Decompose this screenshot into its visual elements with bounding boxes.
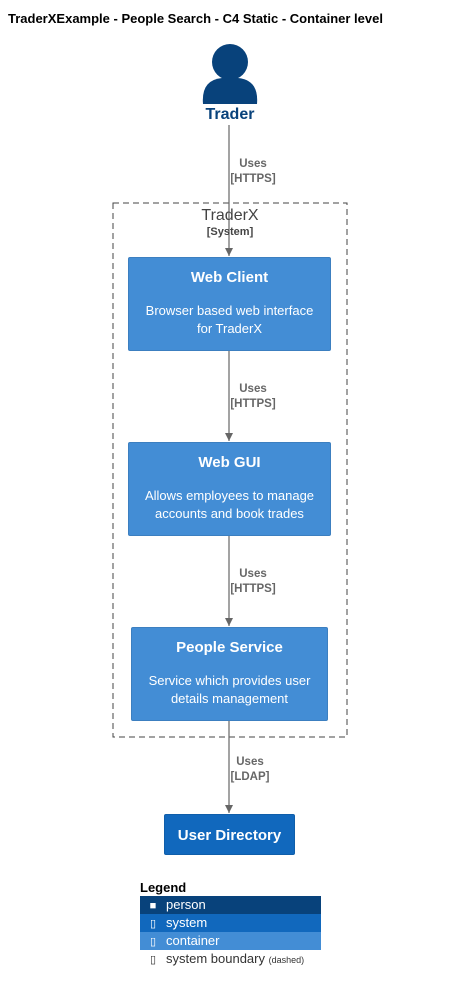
container-web-gui[interactable]: Web GUI Allows employees to manage accou… — [128, 442, 331, 536]
relation-label: Uses [HTTPS] — [213, 382, 293, 412]
relation-technology: [HTTPS] — [230, 583, 276, 595]
legend-system-icon: ▯ — [149, 918, 157, 930]
description-line: Allows employees to manage — [144, 488, 315, 503]
container-people-service[interactable]: People Service Service which provides us… — [131, 627, 328, 721]
legend-title: Legend — [140, 880, 187, 895]
description-line: Browser based web interface — [145, 303, 314, 318]
legend-person-icon: ■ — [149, 900, 157, 912]
container-description: Allows employees to manage accounts and … — [129, 487, 330, 523]
system-boundary — [112, 202, 348, 738]
relation-label-text: Uses — [239, 158, 267, 170]
container-web-client[interactable]: Web Client Browser based web interface f… — [128, 257, 331, 351]
boundary-name: TraderX — [201, 207, 259, 224]
container-description: Browser based web interface for TraderX — [129, 302, 330, 338]
legend-note: (dashed) — [268, 955, 305, 965]
legend-item-boundary: ▯ system boundary (dashed) — [140, 950, 340, 968]
legend-label: system boundary — [166, 951, 265, 966]
boundary-label: TraderX [System] — [180, 207, 280, 239]
container-name: People Service — [176, 639, 283, 656]
legend-boundary-icon: ▯ — [149, 954, 157, 966]
legend-item-system: ▯ system — [140, 914, 321, 932]
person-icon — [202, 44, 258, 104]
relation-label-text: Uses — [239, 568, 267, 580]
legend-label: person — [166, 897, 206, 912]
relation-label: Uses [HTTPS] — [213, 567, 293, 597]
description-line: accounts and book trades — [155, 506, 304, 521]
legend-label: container — [166, 933, 220, 948]
relation-technology: [HTTPS] — [230, 173, 276, 185]
relation-label-text: Uses — [236, 756, 264, 768]
description-line: details management — [170, 691, 289, 706]
relation-label: Uses [HTTPS] — [213, 157, 293, 187]
container-name: Web Client — [190, 269, 269, 286]
relation-label-text: Uses — [239, 383, 267, 395]
boundary-type: [System] — [206, 226, 254, 238]
person-name: Trader — [205, 106, 255, 123]
legend-label: system — [166, 915, 208, 930]
external-system-user-directory[interactable]: User Directory — [164, 814, 295, 855]
relation-technology: [LDAP] — [230, 771, 270, 783]
legend-item-container: ▯ container — [140, 932, 321, 950]
relation-technology: [HTTPS] — [230, 398, 276, 410]
container-name: Web GUI — [198, 454, 261, 471]
relation-label: Uses [LDAP] — [210, 755, 290, 785]
diagram-title: TraderXExample - People Search - C4 Stat… — [8, 11, 383, 26]
legend-container-icon: ▯ — [149, 936, 157, 948]
legend-item-person: ■ person — [140, 896, 321, 914]
description-line: Service which provides user — [148, 673, 311, 688]
container-description: Service which provides user details mana… — [132, 672, 327, 708]
description-line: for TraderX — [196, 321, 263, 336]
